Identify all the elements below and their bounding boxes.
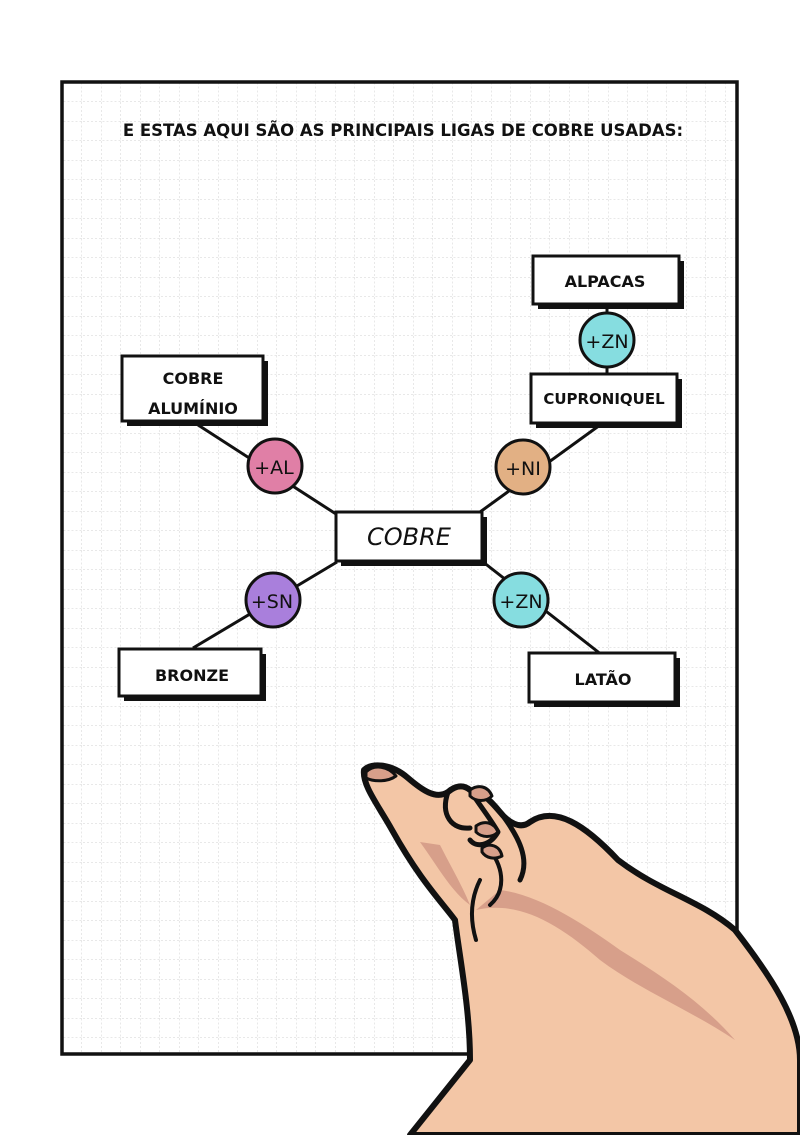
element-zn-latao: +ZN bbox=[492, 571, 550, 629]
node-cobre-aluminio: COBRE ALUMÍNIO bbox=[120, 354, 268, 426]
diagram-title: E ESTAS AQUI SÃO AS PRINCIPAIS LIGAS DE … bbox=[123, 121, 683, 140]
node-bronze: BRONZE bbox=[117, 647, 266, 701]
node-alpacas: ALPACAS bbox=[531, 254, 684, 309]
node-cobre-aluminio-line1: COBRE bbox=[163, 369, 224, 388]
node-latao: LATÃO bbox=[527, 651, 680, 707]
element-ni-label: +NI bbox=[505, 458, 541, 480]
center-node: COBRE bbox=[334, 510, 487, 566]
element-al-label: +AL bbox=[254, 457, 294, 479]
element-zn-alpacas-label: +ZN bbox=[585, 331, 628, 353]
node-bronze-label: BRONZE bbox=[155, 666, 229, 685]
center-label: COBRE bbox=[367, 523, 452, 551]
node-cuproniquel: CUPRONIQUEL bbox=[529, 372, 682, 428]
hand-illustration bbox=[360, 762, 800, 1135]
node-alpacas-label: ALPACAS bbox=[565, 272, 646, 291]
node-cuproniquel-label: CUPRONIQUEL bbox=[543, 390, 665, 408]
element-zn-latao-label: +ZN bbox=[499, 591, 542, 613]
element-sn-label: +SN bbox=[251, 591, 293, 613]
grid-paper bbox=[60, 80, 739, 1056]
element-zn-alpacas: +ZN bbox=[578, 311, 636, 369]
node-cobre-aluminio-line2: ALUMÍNIO bbox=[148, 399, 238, 418]
node-latao-label: LATÃO bbox=[575, 670, 632, 689]
element-ni: +NI bbox=[494, 438, 552, 496]
element-al: +AL bbox=[246, 437, 304, 495]
element-sn: +SN bbox=[244, 571, 302, 629]
